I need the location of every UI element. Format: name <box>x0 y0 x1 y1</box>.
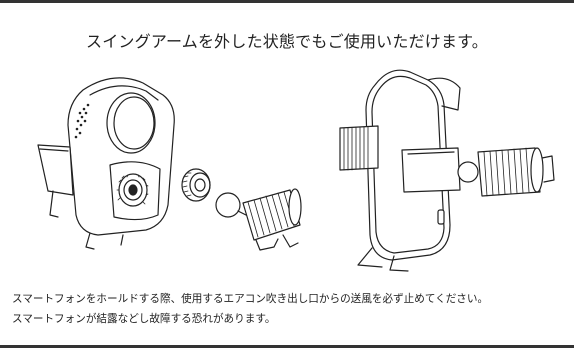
warning-text-line-2: スマートフォンが結露などし故障する恐れがあります。 <box>12 313 276 325</box>
top-rule <box>0 0 574 3</box>
bottom-rule <box>0 345 574 348</box>
page-title: スイングアームを外した状態でもご使用いただけます。 <box>86 32 488 51</box>
warning-text-line-1: スマートフォンをホールドする際、使用するエアコン吹き出し口からの送風を必ず止めて… <box>12 293 489 305</box>
mount-disassembled-illustration <box>37 77 302 251</box>
mount-assembled-illustration <box>339 69 555 272</box>
